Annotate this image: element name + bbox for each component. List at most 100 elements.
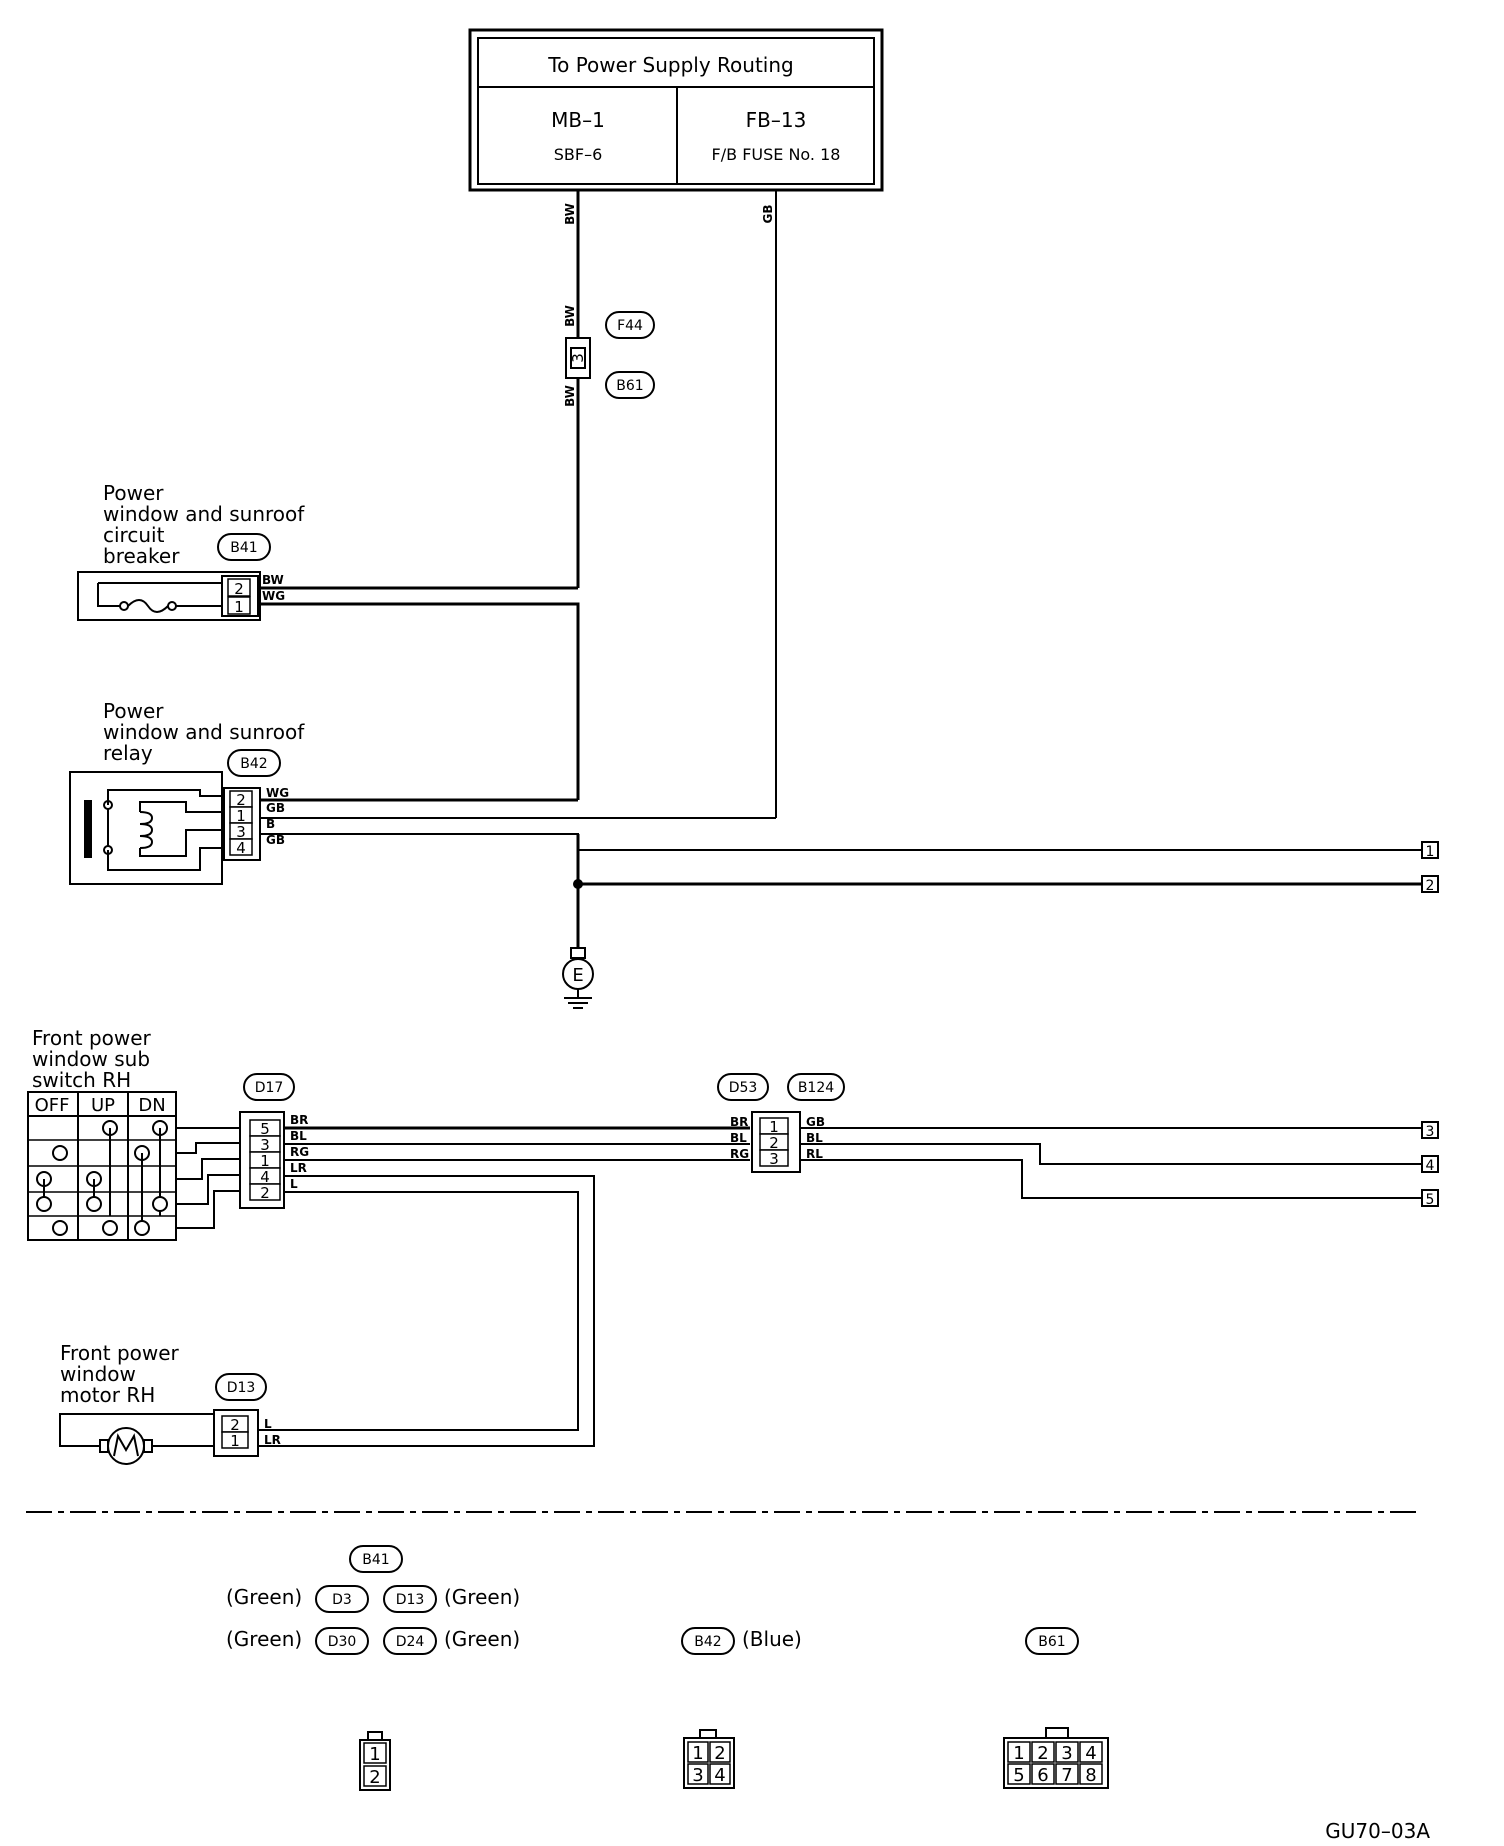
breaker-pin-1: 1: [234, 598, 244, 616]
f44-b61-pin: 3: [569, 353, 587, 363]
wire-label-gb-b42: GB: [266, 801, 285, 815]
legend-b41: B41: [362, 1552, 389, 1568]
face-4pin-1: 1: [692, 1743, 703, 1764]
mb1-label: MB–1: [551, 108, 605, 132]
breaker-pin-2: 2: [234, 580, 244, 598]
breaker-label-1: Power: [103, 481, 164, 505]
connector-d13: D13: [227, 1380, 256, 1396]
connector-b124: B124: [798, 1080, 834, 1096]
wire-label-bl-d53: BL: [730, 1131, 747, 1145]
wire-label-rl-b124: RL: [806, 1147, 823, 1161]
face-8pin-1: 1: [1013, 1743, 1024, 1764]
legend-green-d13: (Green): [444, 1585, 520, 1609]
window-motor: Front power window motor RH D13 2 1 L LR: [59, 1341, 281, 1465]
face-4pin-4: 4: [714, 1765, 725, 1786]
relay: Power window and sunroof relay B42 2 1 3…: [69, 699, 1422, 980]
wire-label-b-b42: B: [266, 817, 275, 831]
legend-b61: B61: [1038, 1634, 1065, 1650]
wire-label-br-d17: BR: [290, 1113, 308, 1127]
wire-label-lr-d17: LR: [290, 1161, 307, 1175]
connector-b41: B41: [230, 540, 257, 556]
switch-header-up: UP: [91, 1095, 115, 1116]
relay-pin-1: 1: [236, 807, 246, 825]
off-page-markers: 1 2 3 4 5: [1421, 841, 1439, 1208]
d17-pin-2: 2: [260, 1184, 270, 1202]
breaker-label-4: breaker: [103, 544, 180, 568]
circuit-breaker: Power window and sunroof circuit breaker…: [77, 481, 580, 800]
marker-1: 1: [1426, 844, 1435, 860]
wire-label-gb-b124: GB: [806, 1115, 825, 1129]
connector-b42: B42: [240, 756, 267, 772]
d17-pin-5: 5: [260, 1120, 270, 1138]
legend-d30: D30: [328, 1634, 357, 1650]
legend-blue-b42: (Blue): [742, 1627, 802, 1651]
d13-pin-1: 1: [230, 1432, 240, 1450]
wire-label-gb-1: GB: [761, 205, 775, 224]
switch-header-off: OFF: [35, 1095, 70, 1116]
relay-pin-2: 2: [236, 791, 246, 809]
power-supply-box: To Power Supply Routing MB–1 SBF–6 FB–13…: [468, 28, 884, 192]
face-2pin-1: 1: [369, 1744, 380, 1765]
d17-pin-1: 1: [260, 1152, 270, 1170]
face-4pin-3: 3: [692, 1765, 703, 1786]
sub-switch-label-2: window sub: [32, 1047, 150, 1071]
wire-label-l-d13: L: [264, 1417, 272, 1431]
connector-d53: D53: [729, 1080, 758, 1096]
legend-d24: D24: [396, 1634, 425, 1650]
legend-b42: B42: [694, 1634, 721, 1650]
legend-d13: D13: [396, 1592, 425, 1608]
relay-label-2: window and sunroof: [103, 720, 305, 744]
motor-label-1: Front power: [60, 1341, 180, 1365]
wire-label-rg-d53: RG: [730, 1147, 749, 1161]
relay-label-1: Power: [103, 699, 164, 723]
connector-legend: B41 (Green) D3 D13 (Green) (Green) D30 D…: [226, 1545, 1079, 1655]
f44-b61-connector: 3 F44 B61: [565, 311, 655, 399]
face-8pin-7: 7: [1061, 1765, 1072, 1786]
wire-label-lr-d13: LR: [264, 1433, 281, 1447]
motor-label-3: motor RH: [60, 1383, 155, 1407]
wire-label-gb-b42-2: GB: [266, 833, 285, 847]
legend-d3: D3: [332, 1592, 352, 1608]
sub-switch: Front power window sub switch RH OFF UP …: [27, 1026, 246, 1241]
supply-wires: BW GB BW BW: [563, 190, 777, 818]
d17-pin-3: 3: [260, 1136, 270, 1154]
face-8pin-4: 4: [1085, 1743, 1096, 1764]
switch-header-dn: DN: [138, 1095, 165, 1116]
sub-switch-label-1: Front power: [32, 1026, 152, 1050]
d53-pin-1: 1: [769, 1118, 779, 1136]
wire-label-bw-2: BW: [563, 305, 577, 327]
breaker-label-2: window and sunroof: [103, 502, 305, 526]
wire-label-bl-d17: BL: [290, 1129, 307, 1143]
face-2pin-2: 2: [369, 1767, 380, 1788]
relay-pin-3: 3: [236, 823, 246, 841]
connector-face-4pin: 1 2 3 4: [683, 1729, 735, 1789]
ground-symbol: E: [562, 947, 594, 1009]
wire-label-bw-3: BW: [563, 385, 577, 407]
face-8pin-6: 6: [1037, 1765, 1048, 1786]
fb13-label: FB–13: [746, 108, 807, 132]
ground-label: E: [572, 965, 583, 986]
figure-code: GU70–03A: [1325, 1819, 1430, 1843]
wire-label-bw-1: BW: [563, 203, 577, 225]
face-8pin-2: 2: [1037, 1743, 1048, 1764]
wire-label-wg-b41: WG: [262, 589, 285, 603]
wire-label-bw-b41: BW: [262, 573, 284, 587]
marker-2: 2: [1426, 878, 1435, 894]
d53-pin-3: 3: [769, 1150, 779, 1168]
face-4pin-2: 2: [714, 1743, 725, 1764]
wire-label-l-d17: L: [290, 1177, 298, 1191]
sbf6-label: SBF–6: [554, 145, 603, 164]
face-8pin-8: 8: [1085, 1765, 1096, 1786]
marker-3: 3: [1426, 1124, 1435, 1140]
d17-pin-4: 4: [260, 1168, 270, 1186]
face-8pin-5: 5: [1013, 1765, 1024, 1786]
d17-connector: D17 5 3 1 4 2 BR BL RG LR L: [239, 1073, 750, 1447]
d13-pin-2: 2: [230, 1416, 240, 1434]
wire-label-wg-b42: WG: [266, 786, 289, 800]
fuse-no-label: F/B FUSE No. 18: [712, 145, 841, 164]
face-8pin-3: 3: [1061, 1743, 1072, 1764]
legend-green-d30: (Green): [226, 1627, 302, 1651]
sub-switch-label-3: switch RH: [32, 1068, 131, 1092]
d53-b124-connector: D53 B124 1 2 3 BR BL RG GB BL RL: [717, 1073, 1422, 1199]
